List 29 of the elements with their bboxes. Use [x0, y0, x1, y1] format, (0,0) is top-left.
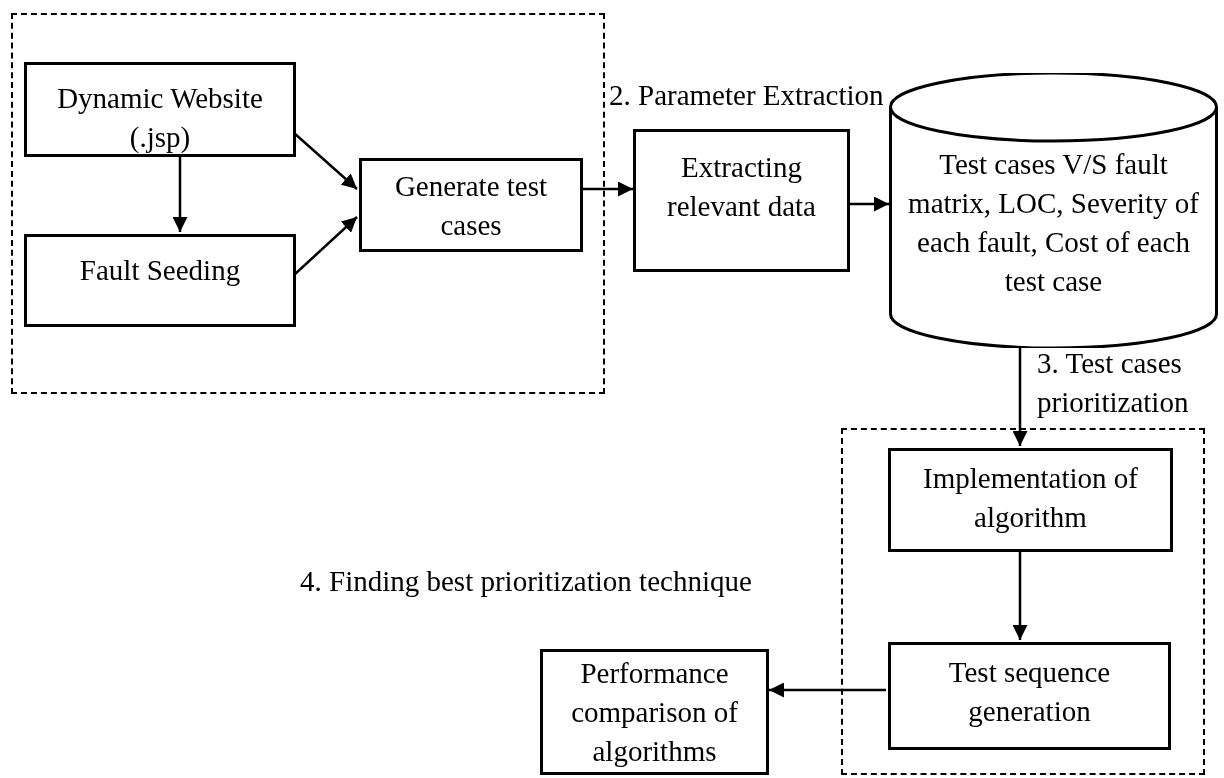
process-box	[359, 158, 583, 252]
process-box	[633, 129, 850, 272]
process-box	[540, 649, 769, 775]
step-label: 3. Test cases prioritization	[1037, 346, 1190, 420]
node-text: Fault Seeding	[78, 253, 242, 288]
node-text: Dynamic Website (.jsp)	[56, 81, 264, 155]
process-box	[888, 448, 1173, 552]
node-text: Generate test cases	[393, 169, 549, 243]
node-text: Test sequence generation	[947, 655, 1112, 729]
arrow	[581, 181, 633, 197]
arrow	[1012, 348, 1028, 446]
arrow	[172, 155, 188, 232]
node-text: Performance comparison of algorithms	[570, 656, 739, 769]
step-label: 2. Parameter Extraction	[609, 78, 885, 113]
arrow	[293, 132, 358, 190]
arrow	[769, 682, 886, 698]
node-text: Test cases V/S fault matrix, LOC, Severity of each fault, Cost of each test case	[907, 147, 1200, 299]
dashed-group-box	[841, 428, 1205, 775]
database-cylinder	[889, 73, 1218, 348]
node-text: Extracting relevant data	[666, 150, 817, 224]
arrow	[293, 216, 358, 276]
arrow	[850, 196, 889, 212]
process-box	[24, 62, 296, 157]
process-box	[24, 234, 296, 327]
dashed-group-box	[11, 13, 605, 394]
step-label: 4. Finding best prioritization technique	[300, 564, 753, 599]
arrow	[1012, 550, 1028, 640]
process-box	[888, 642, 1171, 750]
node-text: Implementation of algorithm	[922, 461, 1139, 535]
